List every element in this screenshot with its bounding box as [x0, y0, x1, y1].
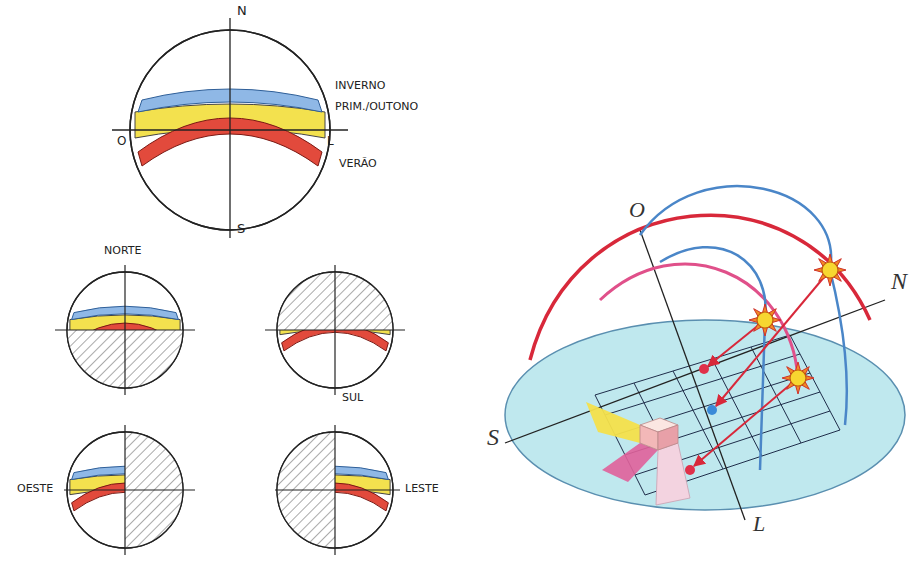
direction-label: S [486, 424, 500, 450]
season-label: INVERNO [334, 80, 386, 92]
direction-label: S [236, 222, 246, 236]
direction-label: N [890, 268, 908, 294]
season-label: PRIM./OUTONO [334, 101, 419, 113]
direction-label: L [752, 512, 766, 536]
direction-label: L [326, 135, 335, 148]
facade-label: SUL [341, 392, 364, 404]
facade-label: NORTE [103, 245, 142, 257]
facade-label: OESTE [16, 483, 54, 495]
direction-label: O [628, 198, 646, 222]
season-label: VERÃO [338, 158, 378, 170]
facade-label: LESTE [404, 483, 440, 495]
direction-label: O [116, 135, 127, 148]
direction-label: N [236, 4, 248, 18]
